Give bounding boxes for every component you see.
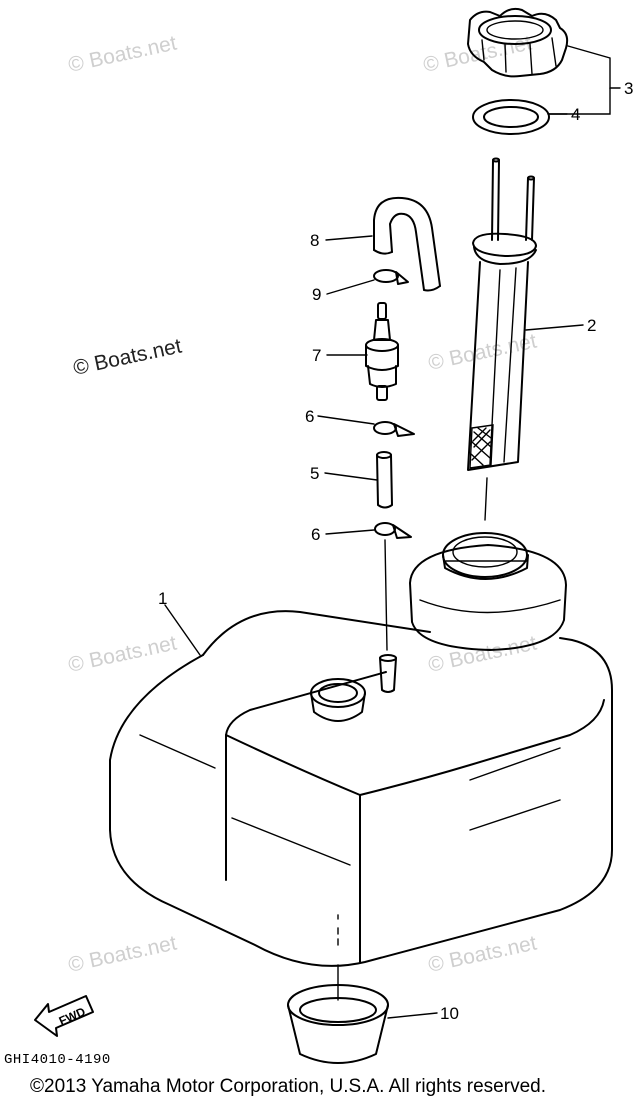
callout-6: 6: [305, 407, 314, 426]
callout-3: 3: [624, 79, 633, 98]
hose-clip: [374, 522, 412, 539]
callout-8: 8: [310, 231, 319, 250]
assembly-line: [384, 539, 388, 651]
fuel-tank: [109, 532, 613, 967]
fwd-label: FWD: [57, 1004, 88, 1028]
hose-clip: [373, 269, 409, 285]
callout-1: 1: [158, 589, 167, 608]
callout-10: 10: [440, 1004, 459, 1023]
fwd-arrow-icon: FWD: [34, 995, 94, 1037]
copyright-notice: ©2013 Yamaha Motor Corporation, U.S.A. A…: [30, 1076, 546, 1097]
watermark: © Boats.net: [66, 631, 179, 676]
hose-tube: [376, 451, 393, 509]
fuel-pickup-assembly: [467, 157, 537, 521]
watermarks: © Boats.net © Boats.net © Boats.net © Bo…: [66, 31, 539, 976]
hose-clip: [373, 421, 415, 437]
callout-2: 2: [587, 316, 596, 335]
callout-7: 7: [312, 346, 321, 365]
watermark: © Boats.net: [66, 31, 179, 76]
callout-9: 9: [312, 285, 321, 304]
callout-leaders: [164, 45, 621, 1019]
callout-5: 5: [310, 464, 319, 483]
vent-hose: [373, 196, 441, 292]
callout-4: 4: [571, 105, 580, 124]
diagram-code: GHI4010-4190: [4, 1052, 111, 1068]
callout-6: 6: [311, 525, 320, 544]
gasket-ring: [472, 99, 550, 135]
watermark: © Boats.net: [71, 334, 184, 379]
fuel-filter: [365, 302, 399, 401]
watermark: © Boats.net: [426, 931, 539, 976]
fuel-cap: [467, 7, 569, 78]
watermark: © Boats.net: [66, 931, 179, 976]
watermark: © Boats.net: [426, 631, 539, 676]
